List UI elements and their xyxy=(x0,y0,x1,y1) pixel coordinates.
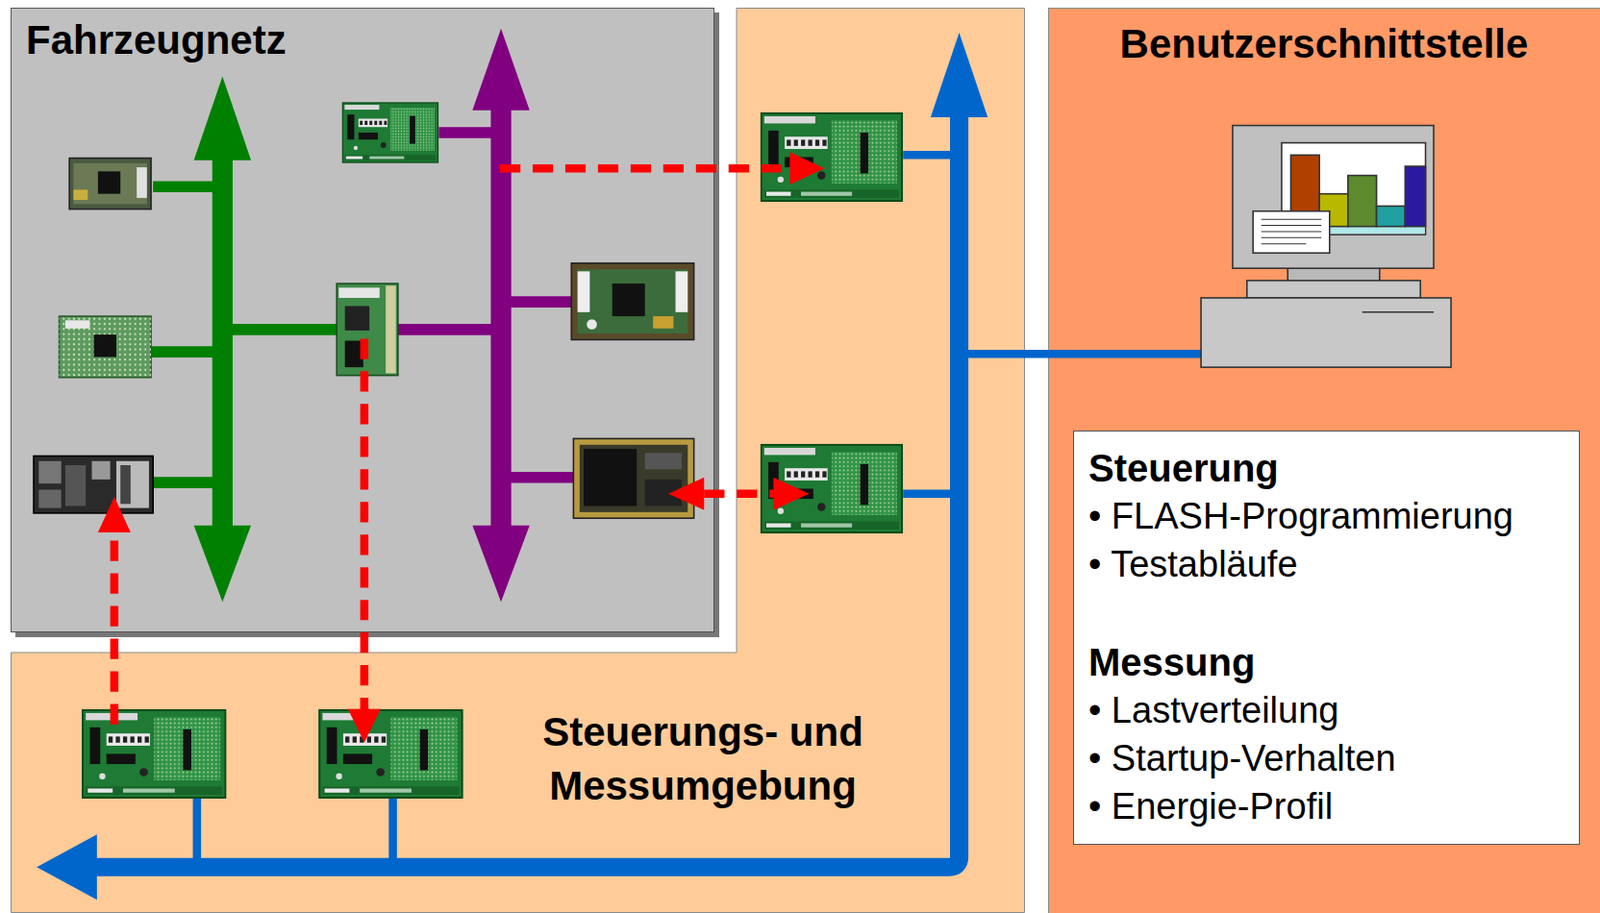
feature-list-box: Steuerung• FLASH-Programmierung• Testabl… xyxy=(1073,430,1580,846)
region-band: Steuerungs- und Messumgebung xyxy=(10,7,1025,913)
heading-text: Fahrzeugnetz xyxy=(25,17,715,64)
band-outline xyxy=(11,8,1025,913)
heading-text: Messung xyxy=(1088,638,1571,687)
region-fill xyxy=(10,7,715,633)
list-item: • Energie-Profil xyxy=(1088,782,1571,831)
heading-text: Benutzerschnittstelle xyxy=(1048,21,1600,68)
list-item: • Lastverteilung xyxy=(1088,686,1571,735)
region-panel: BenutzerschnittstelleSteuerung• FLASH-Pr… xyxy=(1048,7,1600,913)
heading-text: Steuerungs- und Messumgebung xyxy=(510,705,896,814)
heading-text: Steuerung xyxy=(1088,444,1571,493)
list-item: • Startup-Verhalten xyxy=(1088,734,1571,783)
list-item: • FLASH-Programmierung xyxy=(1088,492,1571,541)
band-fill xyxy=(10,7,1025,913)
region-box: Fahrzeugnetz xyxy=(10,7,715,633)
list-item: • Testabläufe xyxy=(1088,540,1571,589)
region-fill xyxy=(1073,430,1580,846)
